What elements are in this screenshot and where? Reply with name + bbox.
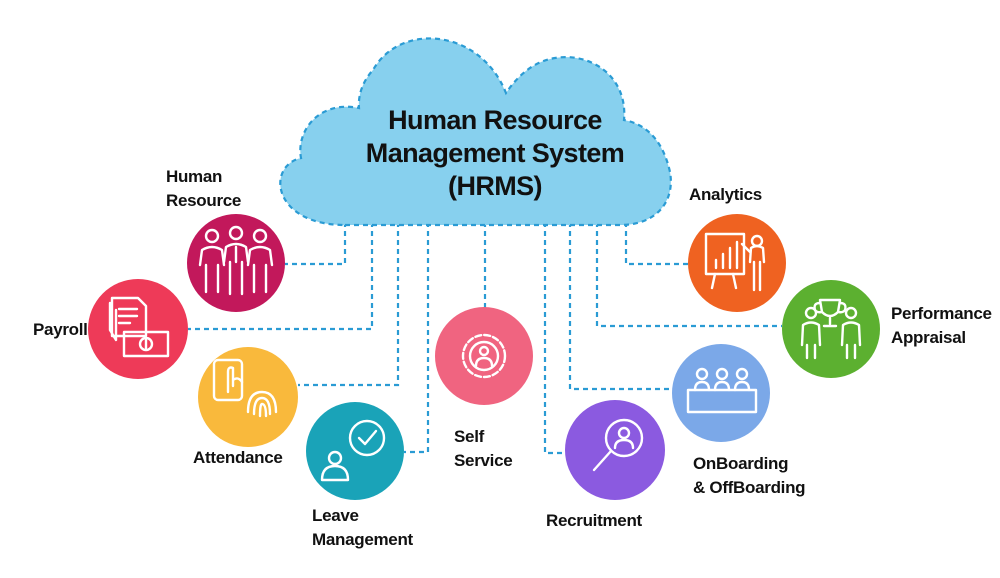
connector-lines xyxy=(188,222,782,455)
label-line: OnBoarding xyxy=(693,454,789,473)
connector-leave-management xyxy=(404,222,430,454)
label-line: Self xyxy=(454,427,484,446)
label-line: Performance xyxy=(891,304,992,323)
label-line: Human xyxy=(166,167,223,186)
circle-recruitment xyxy=(565,400,665,500)
circle-performance-appraisal xyxy=(782,280,880,378)
connector-analytics xyxy=(624,222,689,266)
label-line: Analytics xyxy=(689,185,762,204)
label-attendance: Attendance xyxy=(193,446,283,470)
hrms-title: Human Resource Management System (HRMS) xyxy=(350,104,640,203)
label-onboarding: OnBoarding & OffBoarding xyxy=(693,452,806,500)
connector-attendance xyxy=(298,222,400,387)
label-line: Appraisal xyxy=(891,328,966,347)
title-line-1: Human Resource xyxy=(388,105,602,135)
user-check-icon xyxy=(320,419,386,482)
meeting-table-icon xyxy=(686,367,758,414)
title-line-2: Management System xyxy=(365,138,625,168)
people-group-icon xyxy=(198,225,274,296)
circle-payroll xyxy=(88,279,188,379)
label-leave-management: Leave Management xyxy=(312,504,413,552)
gear-person-icon xyxy=(461,333,507,379)
label-recruitment: Recruitment xyxy=(546,509,642,533)
cloud-shape xyxy=(279,37,672,227)
connector-onboarding xyxy=(568,222,671,391)
label-line: Resource xyxy=(166,191,242,210)
circle-attendance xyxy=(198,347,298,447)
circle-onboarding xyxy=(672,344,770,442)
label-line: Recruitment xyxy=(546,511,642,530)
label-line: Attendance xyxy=(193,448,283,467)
label-line: Payroll xyxy=(33,320,88,339)
connector-human-resource xyxy=(285,222,347,266)
presentation-chart-icon xyxy=(704,232,766,292)
label-line: Service xyxy=(454,451,513,470)
connector-recruitment xyxy=(543,222,567,455)
label-line: Management xyxy=(312,530,413,549)
label-human-resource: Human Resource xyxy=(166,165,241,213)
icons xyxy=(108,225,862,482)
label-self-service: Self Service xyxy=(454,425,513,473)
magnifier-person-icon xyxy=(592,418,644,472)
connector-performance-appraisal xyxy=(595,222,782,328)
label-payroll: Payroll xyxy=(33,318,88,342)
title-line-3: (HRMS) xyxy=(448,171,542,201)
label-line: Leave xyxy=(312,506,359,525)
connector-payroll xyxy=(188,222,374,331)
fingerprint-touch-icon xyxy=(212,358,278,418)
label-analytics: Analytics xyxy=(689,183,762,207)
label-line: & OffBoarding xyxy=(693,478,806,497)
payroll-document-icon xyxy=(108,296,170,358)
trophy-people-icon xyxy=(800,298,862,360)
label-performance-appraisal: Performance Appraisal xyxy=(891,302,992,350)
